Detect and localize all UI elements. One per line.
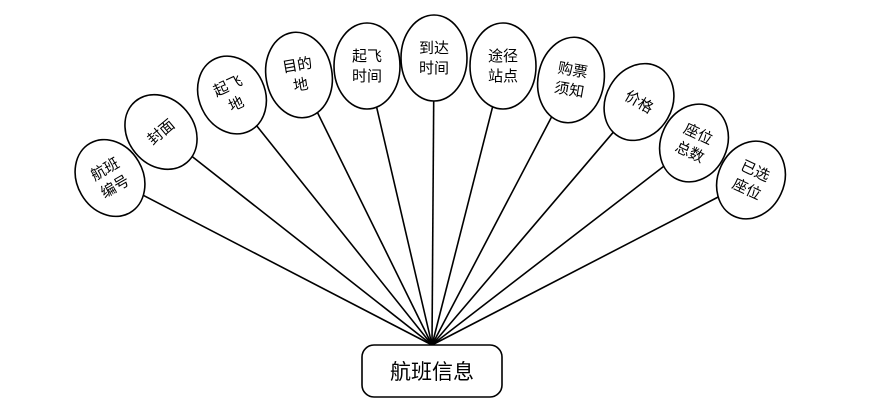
connector-line-via-stations: [431, 106, 494, 346]
attribute-label: 购票: [556, 59, 589, 82]
entity-node: 航班信息: [361, 344, 503, 398]
attribute-label: 时间: [352, 67, 382, 85]
attribute-price: 价格: [603, 62, 675, 142]
connector-line-cover: [191, 155, 433, 346]
attribute-cover: 封面: [124, 93, 198, 171]
attribute-ellipse: [715, 140, 787, 220]
attribute-label: 到达: [419, 39, 449, 57]
attribute-label: 途径: [488, 47, 518, 65]
connector-lines: [142, 100, 719, 346]
attribute-ellipse: [400, 14, 468, 102]
connector-line-departure-time: [375, 106, 433, 346]
connector-line-arrival-time: [431, 100, 435, 346]
connector-line-destination: [316, 112, 433, 346]
attribute-label: 须知: [553, 78, 586, 101]
attribute-label: 地: [292, 75, 310, 95]
attribute-ellipse: [658, 103, 730, 183]
attribute-ellipse: [124, 93, 198, 171]
attribute-ellipse: [196, 55, 268, 135]
attribute-ellipses: 航班编号封面起飞地目的地起飞时间到达时间途径站点购票须知价格座位总数已选座位: [74, 14, 787, 220]
connector-line-flight-number: [142, 194, 433, 346]
connector-line-ticket-notice: [431, 116, 553, 346]
connector-line-departure-place: [256, 125, 433, 346]
attribute-label: 起飞: [352, 47, 382, 65]
attribute-ellipse: [536, 36, 606, 124]
attribute-ellipse: [264, 31, 334, 119]
connector-line-price: [431, 131, 614, 346]
attribute-label: 时间: [419, 59, 449, 77]
attribute-ellipse: [469, 22, 537, 110]
attribute-ellipse: [74, 138, 146, 218]
attribute-destination: 目的地: [264, 31, 334, 119]
attribute-departure-place: 起飞地: [196, 55, 268, 135]
attribute-ellipse: [333, 22, 401, 110]
entity-label: 航班信息: [390, 360, 474, 384]
attribute-label: 目的: [281, 54, 314, 77]
connector-line-total-seats: [431, 165, 665, 346]
connector-line-selected-seats: [431, 196, 719, 346]
entity-box: [361, 344, 503, 398]
attribute-ellipse: [603, 62, 675, 142]
attribute-label: 站点: [488, 67, 518, 85]
attribute-label: 地: [226, 93, 247, 116]
